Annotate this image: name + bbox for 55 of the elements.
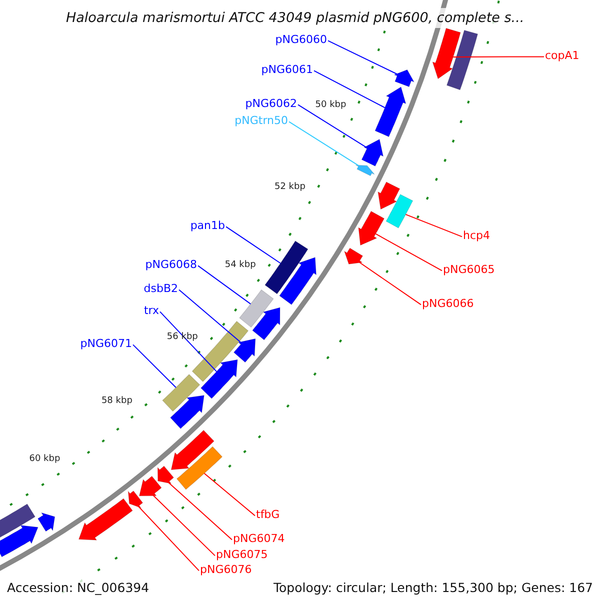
gene-block — [157, 466, 174, 484]
leader-line — [160, 311, 218, 372]
leader-line — [138, 506, 200, 572]
gene-label: pNG6060 — [275, 33, 327, 47]
gene-label: pNG6062 — [245, 97, 297, 111]
gene-label: copA1 — [545, 49, 580, 63]
gene-block — [344, 248, 364, 264]
gene-label: pNG6074 — [233, 532, 285, 546]
gene-label: pNG6076 — [200, 563, 252, 577]
scale-label: 60 kbp — [29, 452, 60, 465]
gene-label: hcp4 — [463, 229, 490, 243]
gene-block — [138, 476, 162, 496]
gene-block — [361, 138, 384, 166]
gene-block — [432, 28, 461, 80]
gene-label: pNG6068 — [145, 258, 197, 272]
gene-block — [355, 164, 375, 176]
leader-line — [204, 472, 256, 516]
scale-label: 50 kbp — [315, 98, 346, 111]
gene-block — [239, 289, 274, 328]
gene-block — [386, 194, 414, 228]
leader-line — [298, 104, 368, 148]
gene-label: pNG6065 — [443, 263, 495, 277]
gene-block — [264, 240, 308, 294]
gene-block — [393, 69, 415, 88]
gene-label: pNG6066 — [422, 297, 474, 311]
gene-block — [128, 490, 144, 509]
gene-label: pNG6071 — [80, 337, 132, 351]
scale-label: 52 kbp — [274, 181, 306, 194]
gene-block — [200, 359, 238, 399]
leader-line — [328, 40, 398, 75]
gene-block — [374, 86, 406, 138]
scale-label: 54 kbp — [224, 259, 256, 272]
leader-line — [405, 214, 462, 238]
gene-label: trx — [144, 304, 159, 318]
leader-line — [168, 482, 232, 540]
leader-line — [198, 265, 252, 304]
gene-label: dsbB2 — [144, 282, 178, 296]
leader-line — [178, 289, 242, 344]
gene-label: pNGtrn50 — [234, 114, 288, 128]
gene-block — [358, 210, 385, 246]
gene-label: pan1b — [190, 219, 225, 233]
leader-line — [288, 121, 360, 166]
gene-label: tfbG — [256, 508, 280, 522]
gene-block — [176, 446, 223, 490]
gene-block — [162, 374, 200, 412]
leader-line — [452, 56, 544, 58]
leader-line — [375, 233, 442, 272]
gene-label: pNG6075 — [216, 548, 268, 562]
gene-label: pNG6061 — [261, 63, 313, 77]
scale-label: 58 kbp — [101, 395, 132, 408]
leader-line — [152, 494, 216, 556]
leader-line — [132, 344, 176, 388]
gene-block — [233, 338, 256, 363]
leader-line — [314, 70, 386, 108]
leader-line — [358, 262, 422, 306]
